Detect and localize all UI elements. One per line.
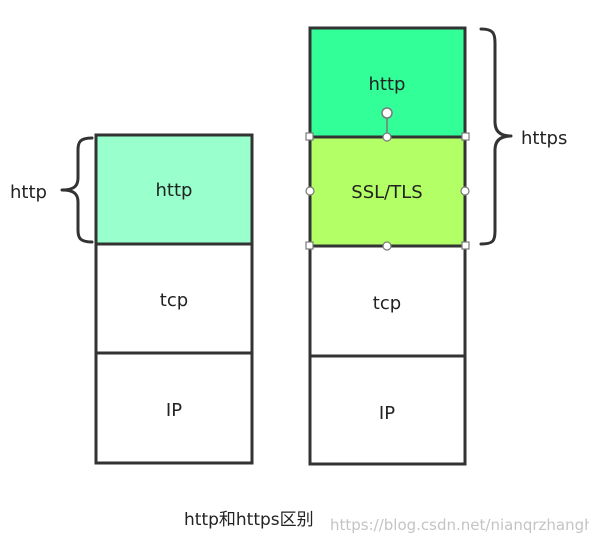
diagram-caption: http和https区别	[184, 510, 314, 530]
right-layer-ip-label: IP	[379, 403, 395, 424]
right-layer-ssl-tls-label: SSL/TLS	[351, 182, 422, 203]
right-layer-ip-box	[308, 354, 467, 466]
left-stack: http tcp IP http	[10, 133, 254, 465]
resize-handle-bottom[interactable]	[382, 241, 392, 251]
right-brace-label: https	[521, 128, 567, 149]
resize-handle-bottom-left[interactable]	[305, 241, 314, 250]
left-layer-ip-box	[94, 351, 254, 465]
left-layer-tcp-label: tcp	[160, 290, 188, 311]
right-layer-tcp-label: tcp	[373, 293, 401, 314]
left-layer-http-box	[94, 133, 254, 246]
resize-handle-right[interactable]	[460, 186, 470, 196]
rotate-handle[interactable]	[381, 107, 393, 119]
right-layer-tcp-box	[308, 244, 467, 358]
resize-handle-left[interactable]	[305, 186, 315, 196]
watermark-text: https://blog.csdn.net/nianqrzhanghw	[330, 516, 589, 534]
left-layer-http-label: http	[156, 180, 193, 201]
resize-handle-top[interactable]	[382, 132, 392, 142]
left-brace-label: http	[10, 182, 47, 203]
resize-handle-top-right[interactable]	[461, 132, 470, 141]
right-stack: http SSL/TLS tcp IP https	[305, 26, 567, 466]
resize-handle-bottom-right[interactable]	[461, 241, 470, 250]
selection-handles[interactable]	[305, 107, 470, 251]
left-layer-ip-label: IP	[166, 400, 182, 421]
right-layer-http-label: http	[369, 74, 406, 95]
left-layer-tcp-box	[94, 242, 254, 355]
right-brace	[479, 27, 513, 246]
left-brace	[60, 136, 94, 244]
resize-handle-top-left[interactable]	[305, 132, 314, 141]
